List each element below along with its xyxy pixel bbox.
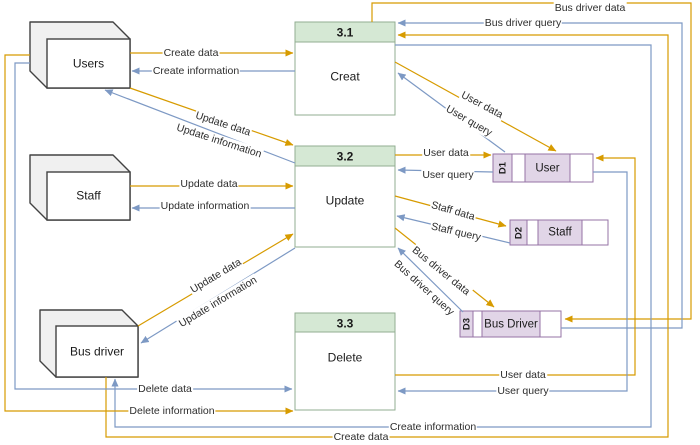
store-code-d1: D1: [497, 161, 509, 175]
entity-label-staff: Staff: [76, 188, 101, 203]
flow-label-create-data-bus: Create data: [332, 431, 390, 443]
store-name-cell: [481, 310, 541, 338]
flow-line-bus-driver-query-update: [397, 247, 464, 313]
entity-cube-front: [46, 38, 131, 89]
flow-label-create-info-bus: Create information: [388, 421, 478, 433]
flow-label-update-info-staff: Update information: [159, 200, 251, 212]
flow-label-bus-driver-query-create: Bus driver query: [483, 17, 563, 29]
store-code-cell: [509, 219, 528, 246]
entity-cube-front: [55, 325, 139, 378]
flow-line-create-data-bus: [105, 31, 669, 438]
process-delete: [294, 312, 396, 411]
process-header: [294, 21, 396, 43]
store-name-cell: [537, 219, 583, 246]
store-name-d2: Staff: [548, 226, 572, 239]
entity-staff: [29, 154, 131, 221]
process-number-delete: 3.3: [336, 316, 354, 330]
store-code-cell: [459, 310, 474, 338]
process-number-create: 3.1: [336, 25, 354, 40]
flow-label-user-data-update: User data: [422, 147, 470, 159]
store-code-d3: D3: [461, 317, 473, 331]
flow-label-delete-data-users: Delete data: [137, 383, 193, 395]
store-d1: [492, 153, 594, 183]
flow-label-update-data-staff: Update data: [179, 178, 239, 190]
entity-users: [29, 21, 131, 89]
store-name-cell: [524, 153, 571, 183]
store-code-cell: [492, 153, 513, 183]
process-header: [294, 145, 396, 167]
process-create: [294, 21, 396, 116]
entity-label-bus-driver: Bus driver: [69, 344, 125, 358]
flow-label-bus-driver-data-create: Bus driver data: [553, 2, 627, 14]
process-update: [294, 145, 396, 248]
flow-label-user-query-delete: User query: [496, 385, 550, 397]
process-label-create: Creat: [330, 69, 360, 84]
process-number-update: 3.2: [336, 149, 354, 164]
process-header: [294, 312, 396, 333]
store-d2: [509, 219, 609, 246]
entity-label-users: Users: [72, 56, 105, 70]
flow-label-user-data-delete: User data: [499, 369, 547, 381]
flow-label-create-data-users: Create data: [162, 47, 220, 59]
flow-label-create-info-users: Create information: [151, 65, 241, 77]
flow-line-bus-driver-data-create: [371, 2, 692, 323]
store-name-d1: User: [535, 162, 560, 174]
entity-bus-driver: [39, 309, 139, 378]
flow-label-user-query-update: User query: [421, 169, 475, 181]
flow-line-update-info-users: [104, 89, 296, 164]
flow-label-delete-info-users: Delete information: [128, 405, 216, 417]
process-label-delete: Delete: [327, 350, 363, 365]
store-d3: [459, 310, 562, 338]
process-label-update: Update: [325, 193, 365, 208]
store-code-d2: D2: [513, 226, 525, 239]
store-name-d3: Bus Driver: [484, 318, 538, 330]
entity-cube-front: [46, 171, 131, 221]
